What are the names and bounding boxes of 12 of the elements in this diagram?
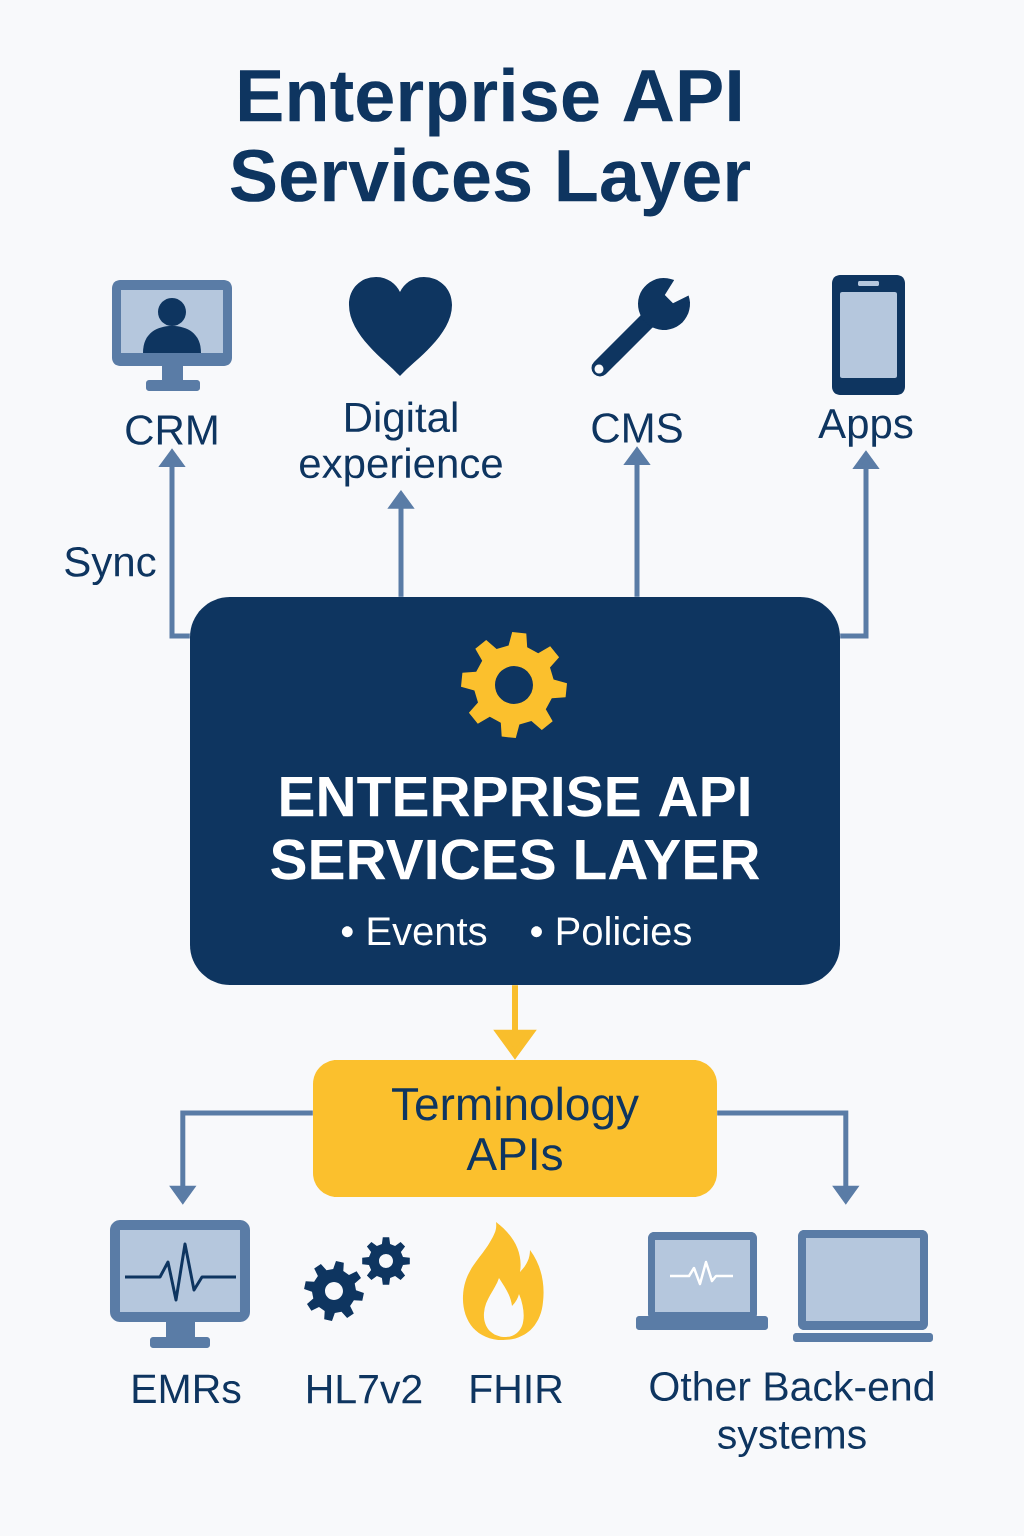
edge-label: Sync (61, 545, 159, 588)
node-label: CMS (592, 413, 682, 443)
node-label: CRM (126, 415, 217, 445)
node-label: Digital experience (300, 401, 502, 487)
node-label: Other Back-end systems (650, 1370, 933, 1458)
title: Enterprise API Services Layer (230, 67, 750, 217)
node-label: Apps (818, 409, 913, 447)
node-label: EMRs (133, 1374, 241, 1404)
node-label: HL7v2 (308, 1374, 422, 1404)
service-box: ENTERPRISE API SERVICES LAYER • Events • Policies (190, 597, 840, 985)
api-box: Terminology APIs (313, 1060, 717, 1197)
node-label: FHIR (471, 1374, 562, 1404)
